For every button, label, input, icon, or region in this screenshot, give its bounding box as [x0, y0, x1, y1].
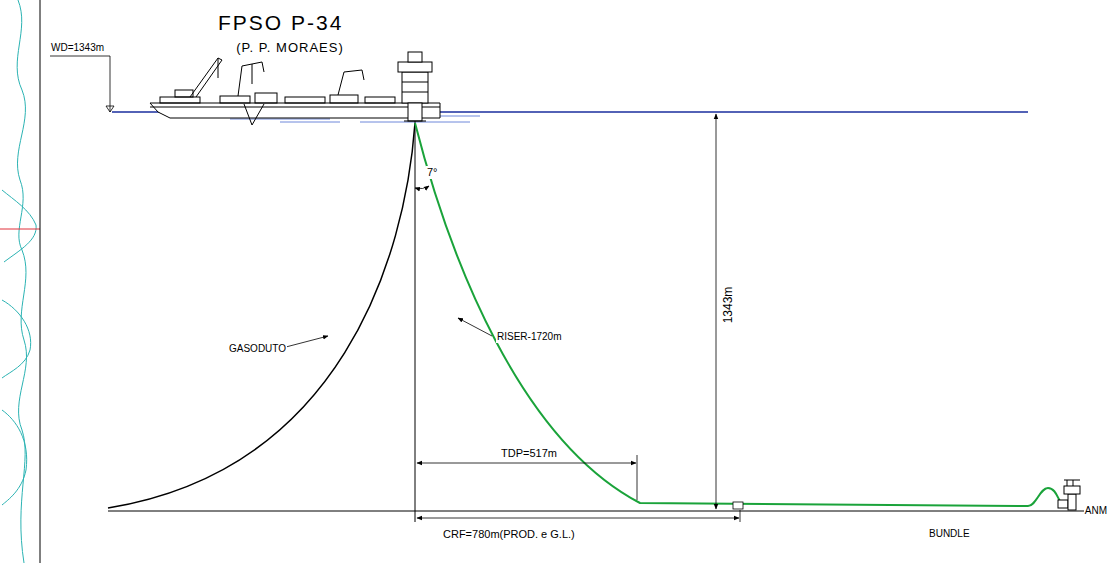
pipeline-label: GASODUTO: [228, 343, 287, 355]
riser-label: RISER-1720m: [496, 331, 562, 343]
gas-pipeline: [108, 123, 415, 508]
tdp-dimension: [417, 463, 636, 464]
crf-label: CRF=780m(PROD. e G.L.): [442, 528, 576, 541]
bundle-label: BUNDLE: [928, 528, 971, 540]
vessel-name: (P. P. MORAES): [235, 40, 344, 55]
depth-label: 1343m: [721, 286, 735, 325]
fpso-vessel: [150, 52, 440, 125]
map-border: [40, 0, 41, 563]
wet-christmas-tree: [1058, 480, 1080, 510]
gasoduto-leader: [282, 336, 328, 348]
crf-tick: [740, 510, 741, 522]
map-contours: [2, 0, 36, 563]
riser-line: [415, 123, 1062, 506]
angle-label: 7°: [426, 166, 439, 179]
tdp-label: TDP=517m: [500, 447, 558, 460]
crf-dimension: [417, 518, 739, 519]
tdp-tick: [637, 455, 638, 500]
depth-dimension: [716, 114, 717, 509]
riser-leader: [458, 318, 492, 336]
vertical-reference: [415, 121, 416, 522]
water-depth: WD=1343m: [50, 42, 105, 54]
riser-connector: [733, 502, 743, 509]
vessel-title: FPSO P-34: [218, 12, 343, 33]
angle-arc: [415, 186, 429, 189]
seabed: [108, 511, 1090, 512]
water-depth-mark: [50, 56, 114, 112]
anm-label: ANM: [1084, 505, 1108, 517]
map-section-line: [0, 229, 40, 230]
